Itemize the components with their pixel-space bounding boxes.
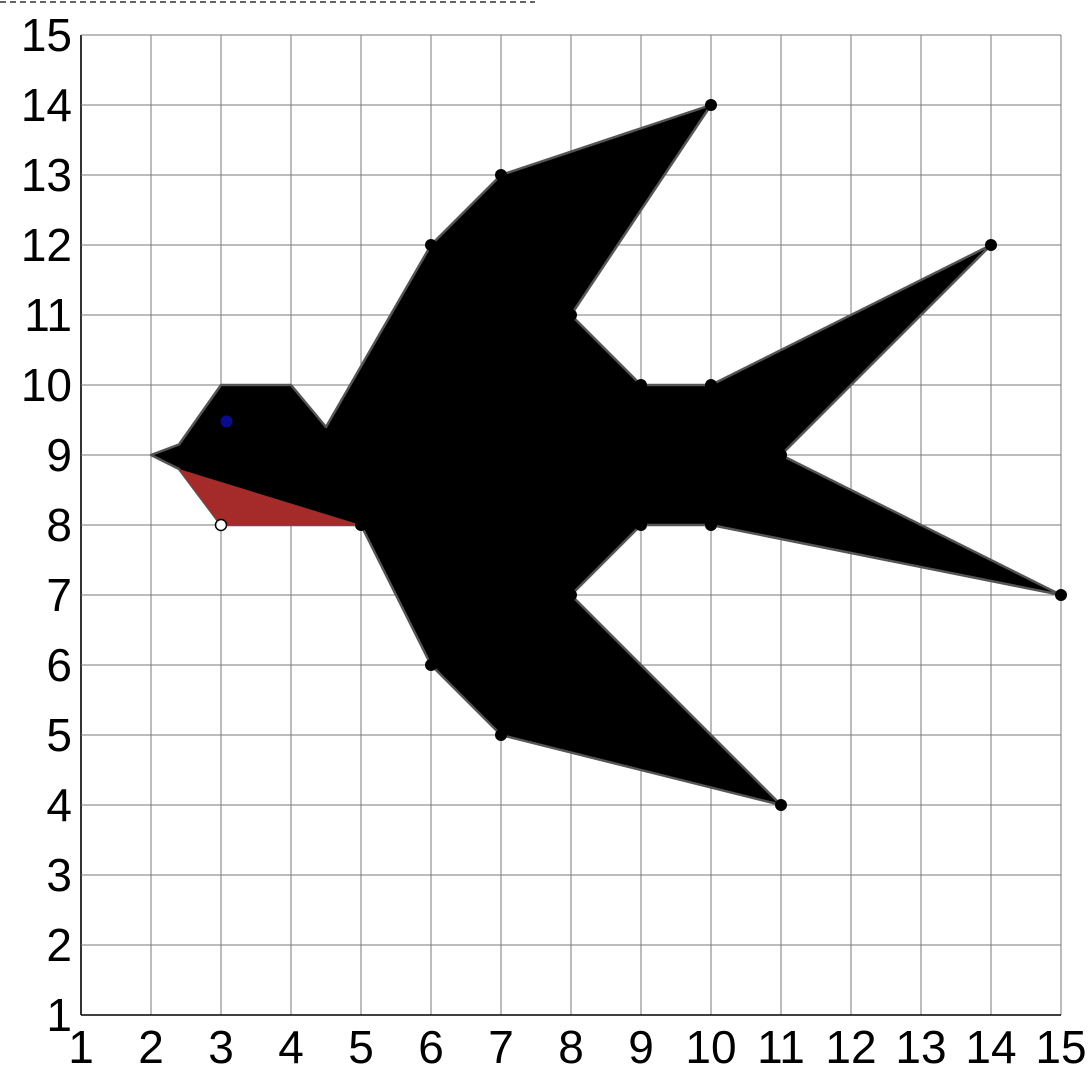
vertex-point — [495, 729, 507, 741]
vertex-point — [425, 659, 437, 671]
y-tick-label: 12 — [21, 219, 72, 271]
x-tick-label: 8 — [558, 1021, 584, 1067]
vertex-point — [985, 239, 997, 251]
x-tick-label: 2 — [138, 1021, 164, 1067]
x-tick-label: 11 — [757, 1021, 805, 1067]
vertex-point — [705, 379, 717, 391]
y-tick-label: 11 — [24, 289, 72, 341]
y-tick-label: 1 — [46, 989, 72, 1041]
y-tick-label: 2 — [46, 919, 72, 971]
x-tick-label: 7 — [488, 1021, 514, 1067]
eye-dot — [221, 415, 233, 427]
y-tick-label: 5 — [46, 709, 72, 761]
y-tick-label: 15 — [21, 9, 72, 61]
y-tick-label: 9 — [46, 429, 72, 481]
vertex-point — [775, 799, 787, 811]
vertex-point — [635, 379, 647, 391]
y-tick-label: 13 — [21, 149, 72, 201]
vertex-point — [565, 589, 577, 601]
y-tick-label: 7 — [46, 569, 72, 621]
x-tick-label: 12 — [825, 1021, 876, 1067]
x-tick-label: 15 — [1035, 1021, 1086, 1067]
x-tick-label: 5 — [348, 1021, 374, 1067]
y-tick-label: 10 — [21, 359, 72, 411]
x-tick-label: 3 — [208, 1021, 234, 1067]
x-tick-label: 6 — [418, 1021, 444, 1067]
vertex-point — [705, 519, 717, 531]
vertex-point — [565, 309, 577, 321]
vertex-point — [635, 519, 647, 531]
vertex-point — [705, 99, 717, 111]
vertex-point — [425, 239, 437, 251]
x-tick-label: 4 — [278, 1021, 304, 1067]
y-tick-label: 6 — [46, 639, 72, 691]
x-tick-label: 13 — [895, 1021, 946, 1067]
y-tick-label: 8 — [46, 499, 72, 551]
y-tick-label: 3 — [46, 849, 72, 901]
x-tick-label: 9 — [628, 1021, 654, 1067]
vertex-point — [1055, 589, 1067, 601]
y-tick-label: 4 — [46, 779, 72, 831]
vertex-point — [775, 449, 787, 461]
vertex-point-hollow — [216, 520, 227, 531]
y-tick-label: 14 — [21, 79, 72, 131]
x-tick-label: 1 — [68, 1021, 94, 1067]
vertex-point — [495, 169, 507, 181]
x-tick-label: 10 — [685, 1021, 736, 1067]
vertex-point — [355, 519, 367, 531]
x-tick-label: 14 — [965, 1021, 1016, 1067]
